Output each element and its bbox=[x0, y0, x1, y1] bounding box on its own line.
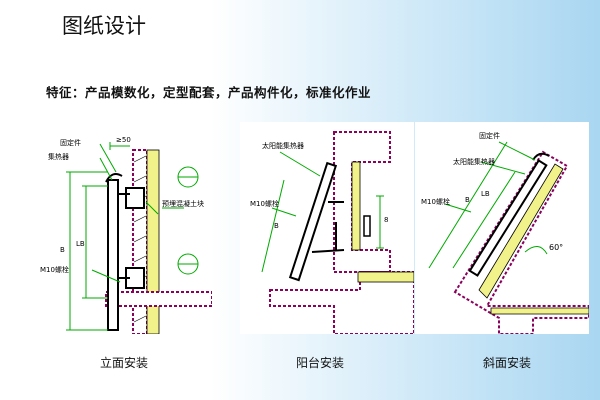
collector-body bbox=[288, 161, 338, 282]
dim-50-label: ≥50 bbox=[116, 136, 131, 144]
collector-label: 太阳能集热器 bbox=[453, 157, 495, 166]
bolt-label: M10螺栓 bbox=[250, 199, 279, 208]
dim-8-label: 8 bbox=[384, 216, 388, 224]
facade-installation-drawing: 固定件 集热器 M10螺栓 预埋混凝土块 ≥50 B LB bbox=[40, 136, 212, 334]
caption-facade: 立面安装 bbox=[99, 356, 148, 370]
diagram-facade-installation: 固定件 集热器 M10螺栓 预埋混凝土块 ≥50 B LB bbox=[38, 122, 212, 334]
dim-b-label: B bbox=[465, 196, 470, 204]
slope-installation-drawing: 固定件 太阳能集热器 M10螺栓 B LB 60° bbox=[421, 131, 589, 334]
diagram-balcony-installation: 太阳能集热器 M10螺栓 B 8 bbox=[240, 122, 414, 334]
embedded-block-top bbox=[125, 187, 145, 209]
caption-slope: 斜面安装 bbox=[482, 356, 531, 370]
collector-label: 太阳能集热器 bbox=[262, 141, 304, 150]
bolt-label: M10螺栓 bbox=[40, 265, 69, 274]
floor-slab bbox=[105, 291, 212, 307]
dim-lb-label: LB bbox=[76, 240, 85, 248]
collector-label: 集热器 bbox=[48, 152, 69, 161]
bolt-label: M10螺栓 bbox=[421, 197, 450, 206]
fixing-label: 固定件 bbox=[479, 131, 500, 140]
concrete-block-label: 预埋混凝土块 bbox=[162, 199, 204, 208]
dim-b-label: B bbox=[60, 246, 65, 254]
page-title: 图纸设计 bbox=[62, 14, 146, 38]
sloped-roof bbox=[453, 150, 589, 334]
collector-body bbox=[107, 179, 119, 331]
diagram-slope-installation: 固定件 太阳能集热器 M10螺栓 B LB 60° bbox=[415, 122, 589, 334]
angle-label: 60° bbox=[549, 243, 563, 252]
caption-balcony: 阳台安装 bbox=[295, 356, 344, 370]
balcony-installation-drawing: 太阳能集热器 M10螺栓 B 8 bbox=[250, 131, 414, 334]
dimension-lines bbox=[428, 141, 548, 269]
dim-b-label: B bbox=[274, 222, 279, 230]
feature-text: 特征：产品模数化，定型配套，产品构件化，标准化作业 bbox=[46, 85, 372, 100]
collector-body bbox=[468, 159, 548, 277]
dimension-lines bbox=[66, 142, 199, 331]
collector-cap bbox=[105, 173, 123, 183]
dimension-lines bbox=[261, 151, 384, 273]
wall-insulation bbox=[146, 149, 160, 334]
fixing-label: 固定件 bbox=[60, 138, 81, 147]
balcony-floor bbox=[269, 271, 414, 334]
dim-lb-label: LB bbox=[481, 190, 490, 198]
